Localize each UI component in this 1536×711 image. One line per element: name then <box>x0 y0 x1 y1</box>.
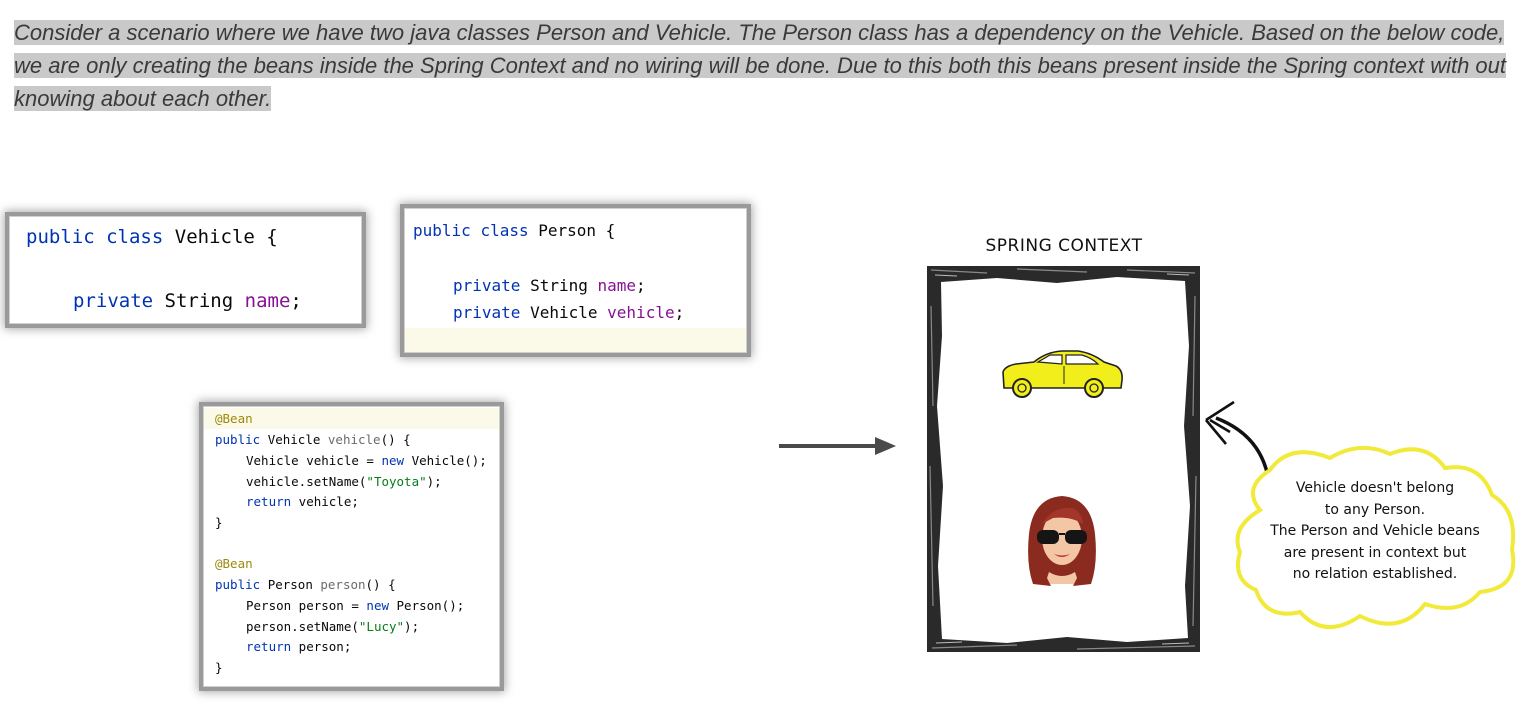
bubble-line: The Person and Vehicle beans <box>1270 523 1480 539</box>
bubble-line: Vehicle doesn't belong <box>1295 480 1455 496</box>
car-icon <box>1002 350 1123 398</box>
code-line: vehicle.setName("Toyota"); <box>246 474 442 489</box>
bubble-line: no relation established. <box>1292 566 1458 582</box>
intro-line-3: knowing about each other. <box>14 86 272 111</box>
intro-paragraph: Consider a scenario where we have two ja… <box>14 16 1524 115</box>
spring-context-title: SPRING CONTEXT <box>985 236 1143 256</box>
speech-bubble-text: Vehicle doesn't belong to any Person. Th… <box>1252 478 1498 586</box>
bubble-line: to any Person. <box>1324 501 1426 518</box>
code-line: public Person person() { <box>215 577 396 592</box>
bean-config-code: @Bean public Vehicle vehicle() { Vehicle… <box>203 406 500 687</box>
code-line: private String name; <box>453 276 646 295</box>
person-class-code: public class Person { private String nam… <box>404 208 747 353</box>
code-line: } <box>215 660 223 675</box>
code-line: } <box>215 515 223 530</box>
bean-annotation: @Bean <box>215 411 253 426</box>
code-line: public class Person { <box>413 221 616 240</box>
right-arrow-icon <box>779 437 896 455</box>
bubble-line: are present in context but <box>1283 544 1467 561</box>
code-line: Vehicle vehicle = new Vehicle(); <box>246 453 487 468</box>
code-line: Person person = new Person(); <box>246 598 465 613</box>
spring-context-frame <box>927 266 1200 652</box>
speech-bubble <box>1235 445 1516 630</box>
code-line: private Vehicle vehicle; <box>453 303 685 322</box>
bean-annotation: @Bean <box>215 556 253 571</box>
line-highlight <box>204 408 499 429</box>
code-line: public Vehicle vehicle() { <box>215 432 411 447</box>
line-highlight <box>405 328 746 352</box>
code-line: private String name; <box>73 290 302 312</box>
woman-with-sunglasses-icon <box>1028 496 1096 586</box>
code-line: return vehicle; <box>246 494 359 509</box>
code-line: public class Vehicle { <box>26 226 278 248</box>
code-line: person.setName("Lucy"); <box>246 619 420 634</box>
vehicle-class-code: public class Vehicle { private String na… <box>9 216 362 324</box>
code-line: return person; <box>246 639 352 654</box>
intro-line-2: we are only creating the beans inside th… <box>14 53 1507 78</box>
intro-line-1: Consider a scenario where we have two ja… <box>14 20 1505 45</box>
grunge-border <box>927 266 1200 652</box>
